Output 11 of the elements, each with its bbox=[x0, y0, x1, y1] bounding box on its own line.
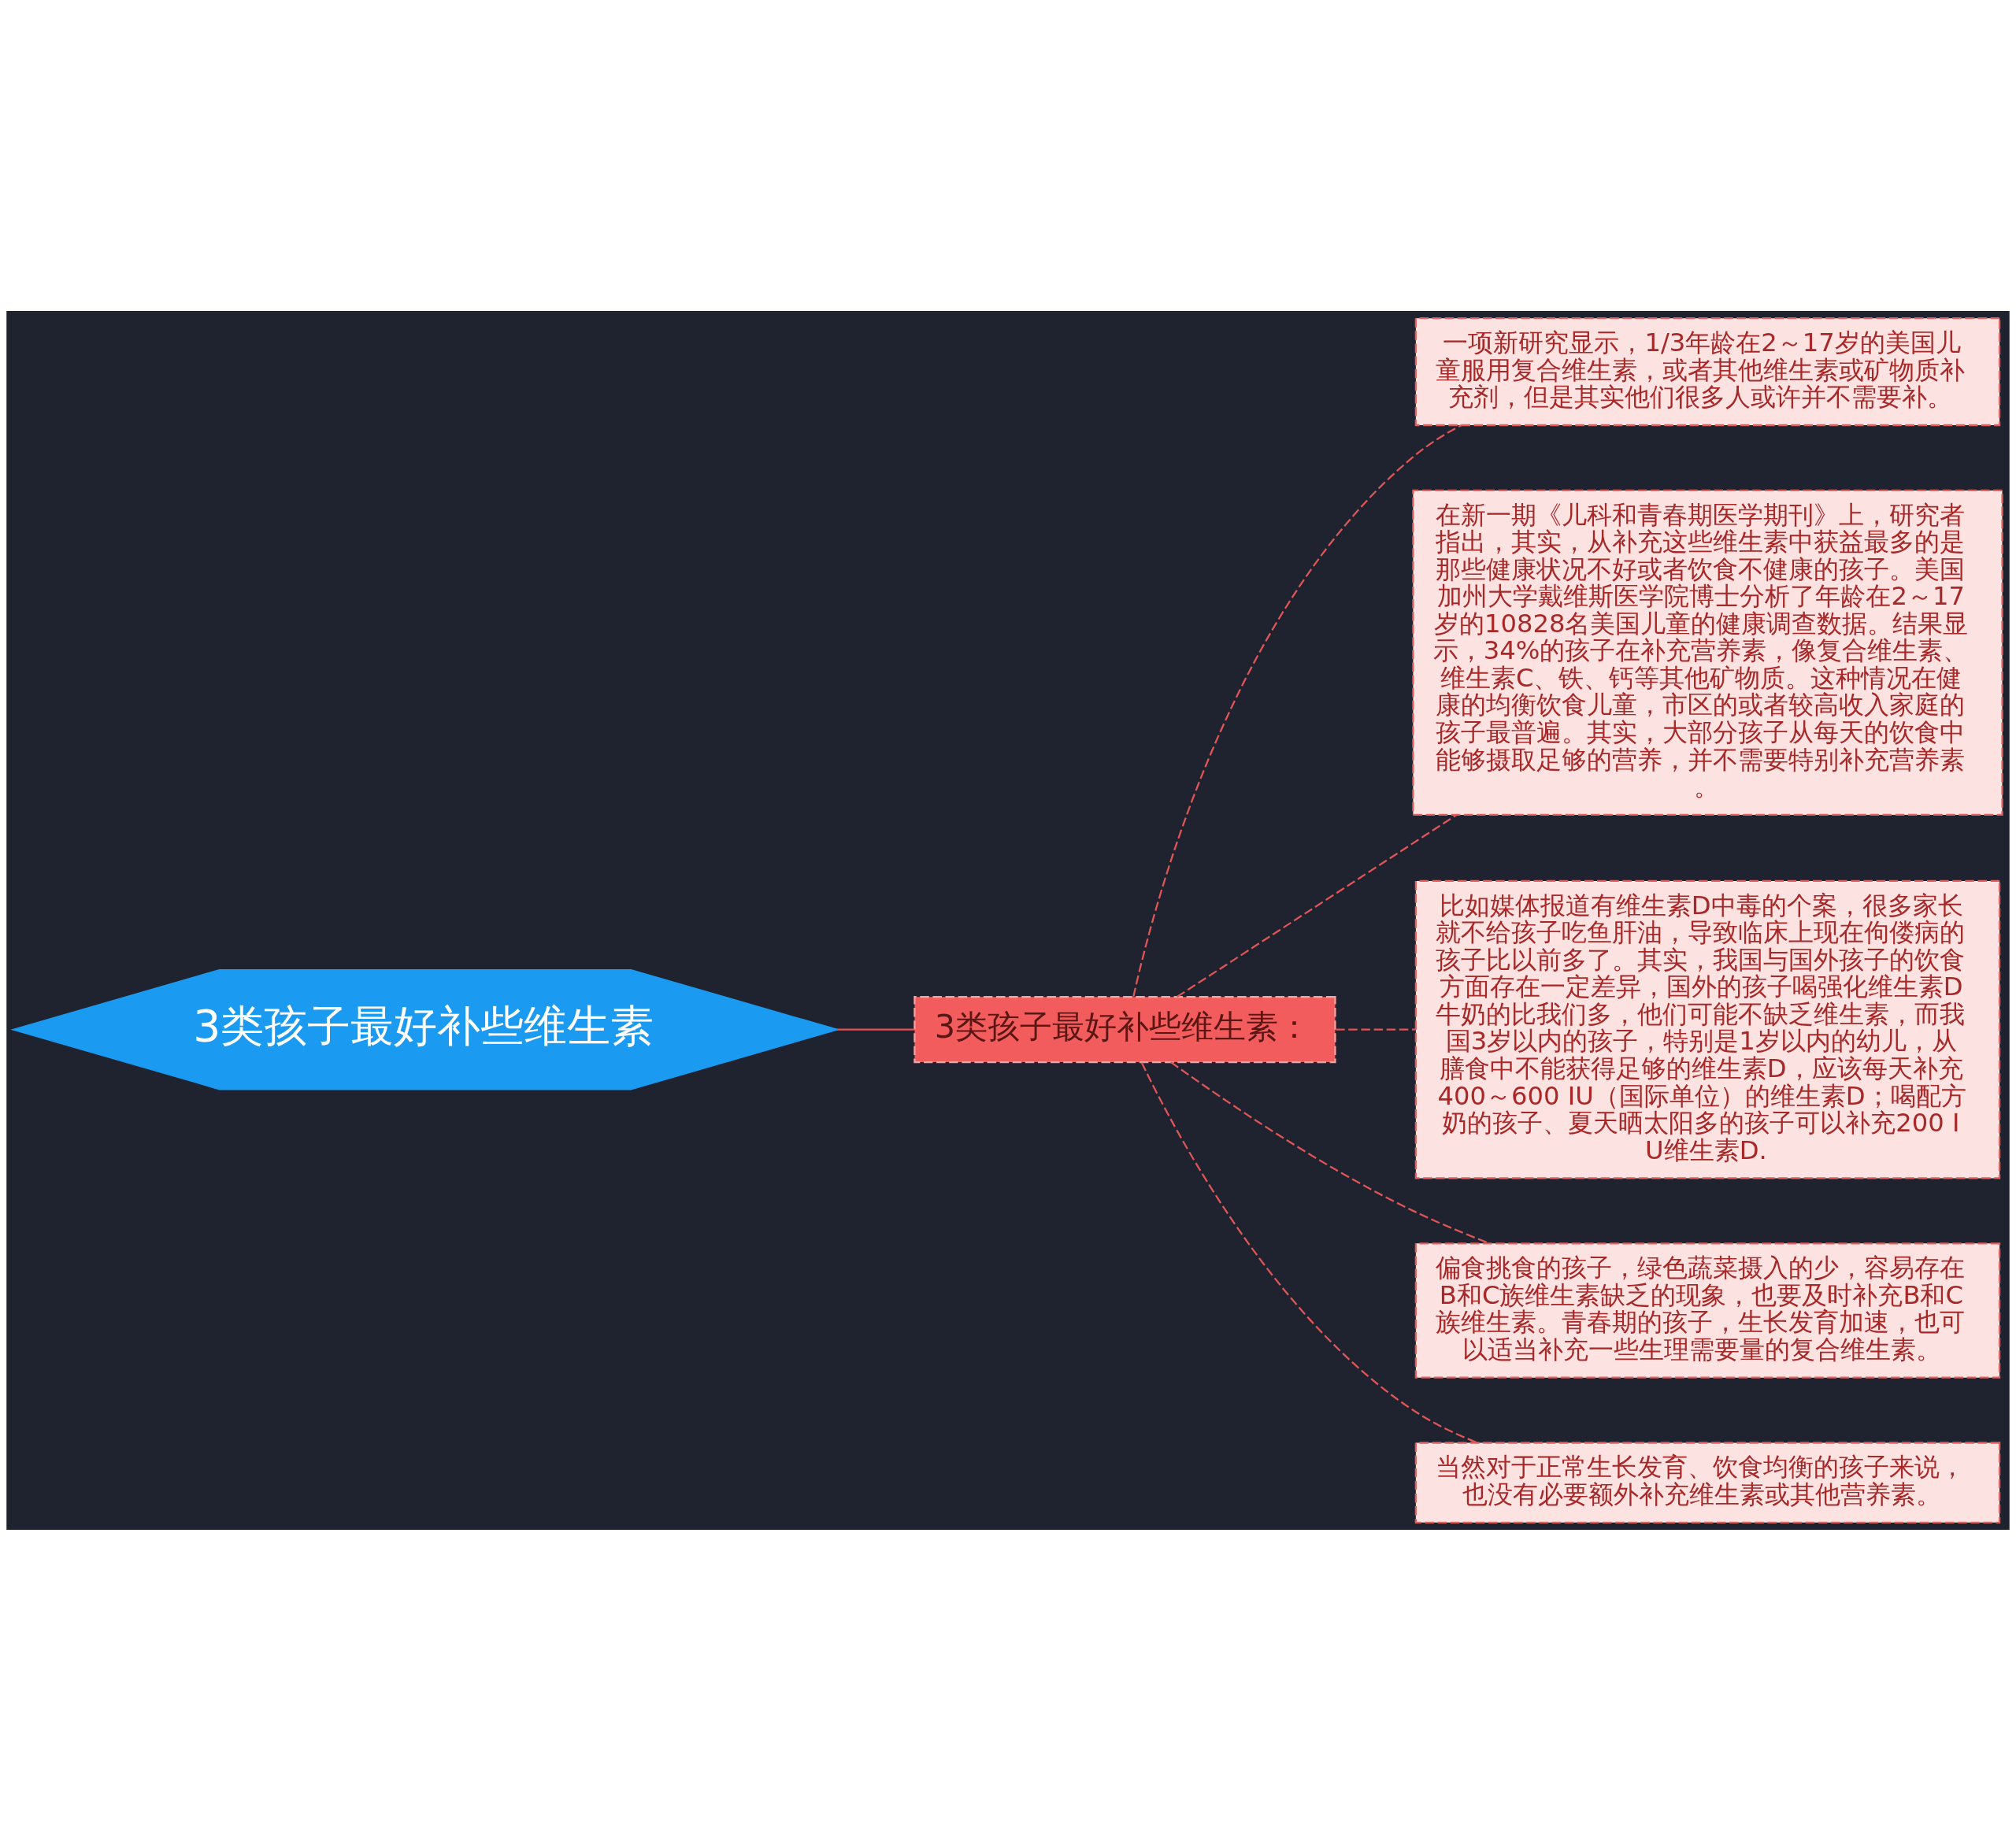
connector bbox=[1140, 1061, 1478, 1443]
connector bbox=[1177, 813, 1457, 998]
node-box: 在新一期《儿科和青春期医学期刊》上，研究者指出，其实，从补充这些维生素中获益最多的是那些健康状况不好或者饮食不健康的孩子。美国加州大学戴维斯医学院博士分析了年龄在2～17岁的10828名美国儿童的健康调查数据。结果显示，34%的孩子在补充营养素，像复合维生素、维生素C、铁、钙等其他矿物质。这种情况在健康的均衡饮食儿童，市区的或者较高收入家庭的孩子最普遍。其实，大部分孩子从每天的饮食中能够摄取足够的营养，并不需要特别补充营养素。 bbox=[1412, 489, 2003, 816]
node-box: 3类孩子最好补些维生素： bbox=[914, 995, 1336, 1063]
node-box: 一项新研究显示，1/3年龄在2～17岁的美国儿童服用复合维生素，或者其他维生素或矿物质补充剂，但是其实他们很多人或许并不需要补。 bbox=[1414, 317, 2001, 426]
connector bbox=[836, 1028, 915, 1031]
connector bbox=[1336, 1028, 1416, 1031]
node-box: 当然对于正常生长发育、饮食均衡的孩子来说，也没有必要额外补充维生素或其他营养素。 bbox=[1414, 1441, 2001, 1523]
node-box: 比如媒体报道有维生素D中毒的个案，很多家长就不给孩子吃鱼肝油，导致临床上现在佝偻病的孩子比以前多了。其实，我国与国外孩子的饮食方面存在一定差异，国外的孩子喝强化维生素D牛奶的比我们多，他们可能不缺乏维生素，而我国3岁以内的孩子，特别是1岁以内的幼儿，从膳食中不能获得足够的维生素D，应该每天补充400～600 IU（国际单位）的维生素D；喝配方奶的孩子、夏天晒太阳多的孩子可以补充200 IU维生素D. bbox=[1414, 879, 2001, 1179]
node-box: 偏食挑食的孩子，绿色蔬菜摄入的少，容易存在B和C族维生素缺乏的现象，也要及时补充B和C族维生素。青春期的孩子，生长发育加速，也可以适当补充一些生理需要量的复合维生素。 bbox=[1414, 1242, 2001, 1379]
connector bbox=[1132, 424, 1462, 997]
